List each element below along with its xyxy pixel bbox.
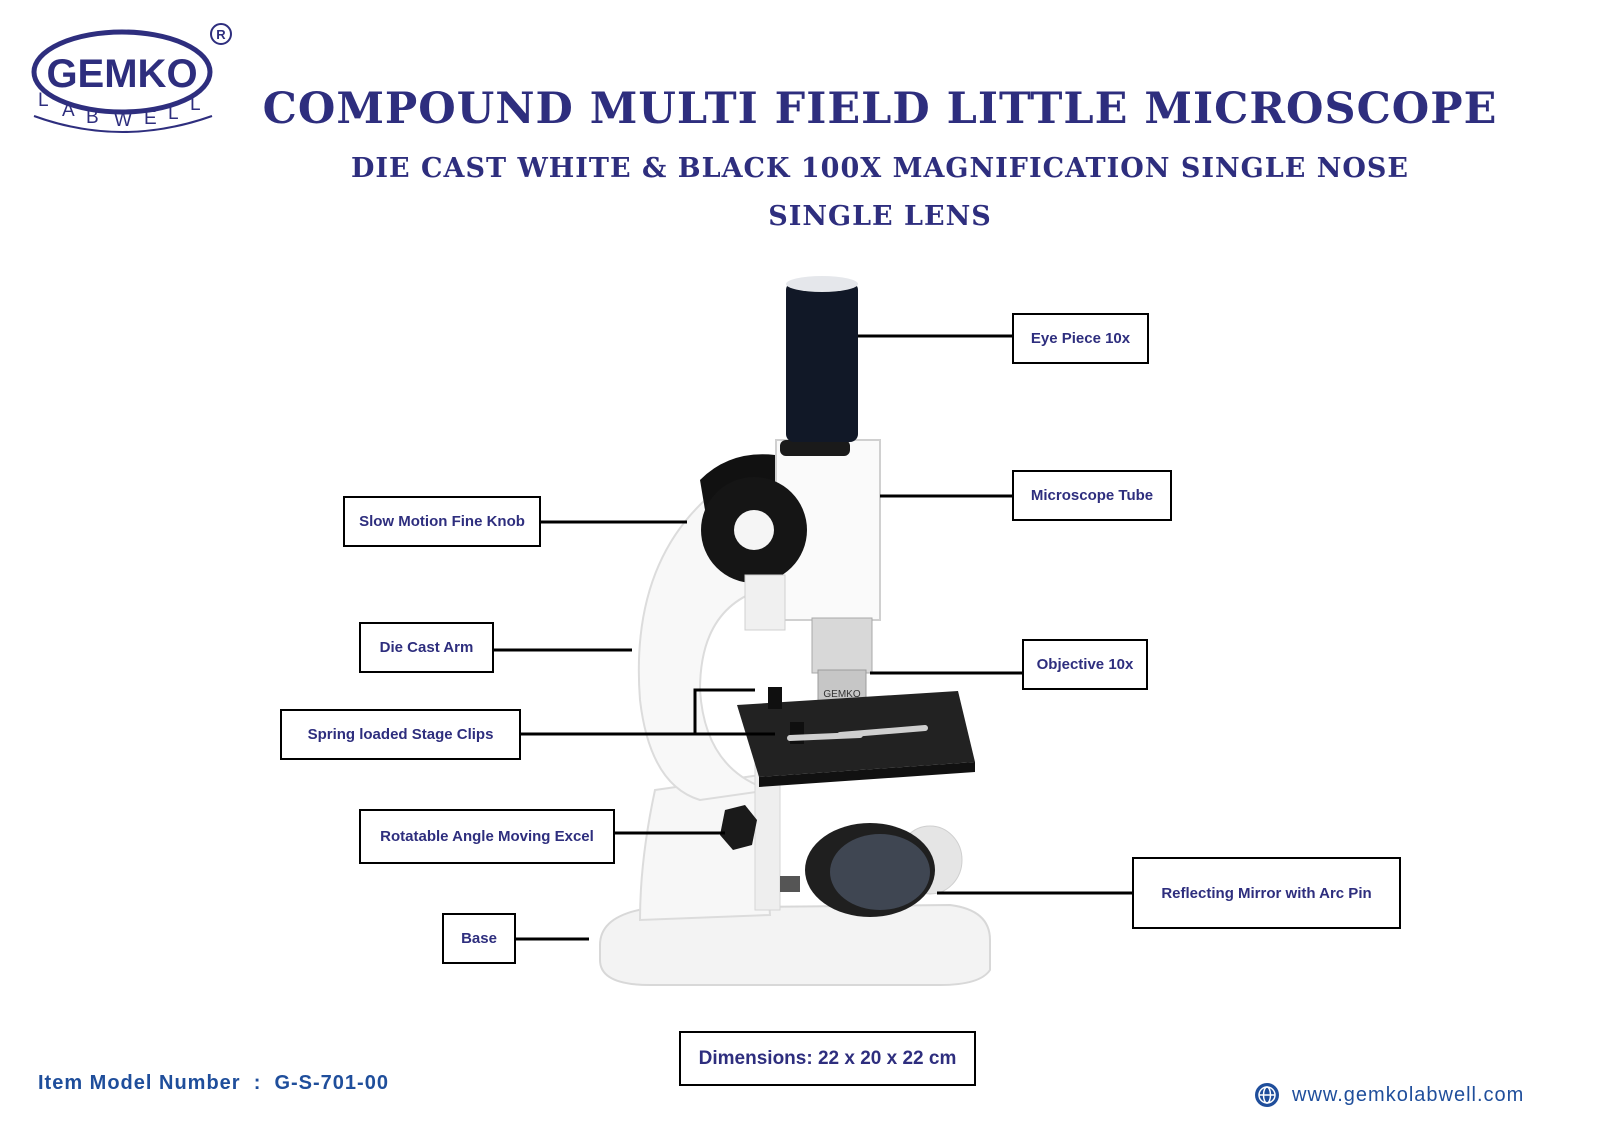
label-base: Base xyxy=(442,913,516,964)
label-die-cast-arm: Die Cast Arm xyxy=(359,622,494,673)
label-microscope-tube: Microscope Tube xyxy=(1012,470,1172,521)
label-objective: Objective 10x xyxy=(1022,639,1148,690)
microscope-base xyxy=(599,903,991,986)
label-rotatable: Rotatable Angle Moving Excel xyxy=(359,809,615,864)
leader-lines xyxy=(494,334,1132,941)
objective-lens xyxy=(811,617,873,674)
website-text: www.gemkolabwell.com xyxy=(1292,1083,1525,1106)
label-fine-knob: Slow Motion Fine Knob xyxy=(343,496,541,547)
dimensions-box: Dimensions: 22 x 20 x 22 cm xyxy=(679,1031,976,1086)
eye-piece xyxy=(786,282,858,442)
label-eye-piece: Eye Piece 10x xyxy=(1012,313,1149,364)
page-subtitle-line1: DIE CAST WHITE & BLACK 100X MAGNIFICATIO… xyxy=(351,153,1409,184)
website-link[interactable]: www.gemkolabwell.com xyxy=(1254,1082,1524,1108)
rotatable-knob xyxy=(720,805,757,850)
item-model-number: Item Model Number : G-S-701-00 xyxy=(38,1072,389,1094)
page-subtitle-line2: SINGLE LENS xyxy=(768,201,992,232)
svg-text:GEMKO: GEMKO xyxy=(46,52,197,96)
globe-icon xyxy=(1255,1083,1279,1107)
svg-text:R: R xyxy=(216,27,226,42)
objective-brand-text: GEMKO xyxy=(823,689,860,700)
page-title: COMPOUND MULTI FIELD LITTLE MICROSCOPE xyxy=(262,84,1498,134)
label-stage-clips: Spring loaded Stage Clips xyxy=(280,709,521,760)
label-mirror: Reflecting Mirror with Arc Pin xyxy=(1132,857,1401,929)
